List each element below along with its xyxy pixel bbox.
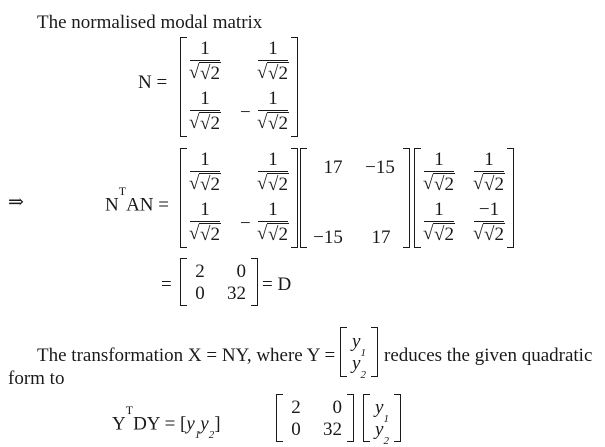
matrix-nt-minus: − — [240, 213, 251, 234]
y-vector-final-r1: y1 — [375, 397, 389, 425]
matrix-d-final: 2 0 0 32 — [276, 394, 354, 442]
transform-text-1: The transformation X = NY, where Y = — [37, 345, 336, 366]
matrix-n-last: 1 √2 1 √2 1 √2 −1 √2 — [414, 148, 514, 248]
matrix-d-r2c1: 0 — [195, 283, 205, 304]
matrix-d-final-r2c2: 32 — [323, 419, 342, 440]
transform-text-3: form to — [8, 368, 65, 389]
matrix-a-r2c1: −15 — [313, 227, 343, 248]
matrix-n-r1c2: 1 √2 — [256, 39, 290, 85]
matrix-d-final-r1c1: 2 — [291, 397, 301, 418]
matrix-n-r1c1: 1 √2 — [188, 39, 222, 85]
matrix-a-r1c1: 17 — [323, 157, 343, 178]
matrix-nt: 1 √2 1 √2 1 √2 − 1 √2 — [180, 148, 298, 248]
matrix-n-last-r1c2: 1 √2 — [472, 150, 506, 196]
matrix-d-final-r1c2: 0 — [332, 397, 343, 418]
equals-sign: = — [161, 274, 172, 295]
matrix-nt-r1c1: 1 √2 — [188, 150, 222, 196]
matrix-d-final-r2c1: 0 — [291, 419, 301, 440]
matrix-a-r1c2: −15 — [365, 157, 395, 178]
matrix-n-last-r1c1: 1 √2 — [422, 150, 456, 196]
y-vector-final-r2: y2 — [375, 419, 389, 447]
y-vector: y1 y2 — [340, 327, 378, 381]
implies-symbol: ⇒ — [8, 192, 24, 213]
matrix-a-r2c2: 17 — [371, 227, 391, 248]
y-vector-final: y1 y2 — [363, 394, 401, 447]
matrix-n-last-r2c2: −1 √2 — [472, 200, 506, 246]
final-lhs: YTDY = [y1y2] — [112, 403, 221, 442]
d-label: = D — [262, 274, 292, 295]
matrix-a: 17 −15 −15 17 — [300, 148, 410, 248]
matrix-n-minus: − — [240, 102, 251, 123]
ntan-label: NTAN = — [105, 184, 169, 216]
n-label: N = — [138, 72, 168, 93]
matrix-n-r2c2: 1 √2 — [256, 89, 290, 135]
intro-text: The normalised modal matrix — [37, 12, 263, 33]
y-vector-r2: y2 — [352, 353, 366, 381]
matrix-n: 1 √2 1 √2 1 √2 − 1 √2 — [180, 37, 298, 137]
matrix-nt-r2c2: 1 √2 — [256, 200, 290, 246]
matrix-d: 2 0 0 32 — [180, 258, 258, 306]
matrix-d-r1c2: 0 — [236, 261, 247, 282]
matrix-nt-r1c2: 1 √2 — [256, 150, 290, 196]
matrix-n-r2c1: 1 √2 — [188, 89, 222, 135]
matrix-d-r2c2: 32 — [227, 283, 246, 304]
transform-text-2: reduces the given quadratic — [384, 345, 593, 366]
matrix-nt-r2c1: 1 √2 — [188, 200, 222, 246]
matrix-n-last-r2c1: 1 √2 — [422, 200, 456, 246]
y-vector-r1: y1 — [352, 331, 366, 359]
matrix-d-r1c1: 2 — [195, 261, 205, 282]
